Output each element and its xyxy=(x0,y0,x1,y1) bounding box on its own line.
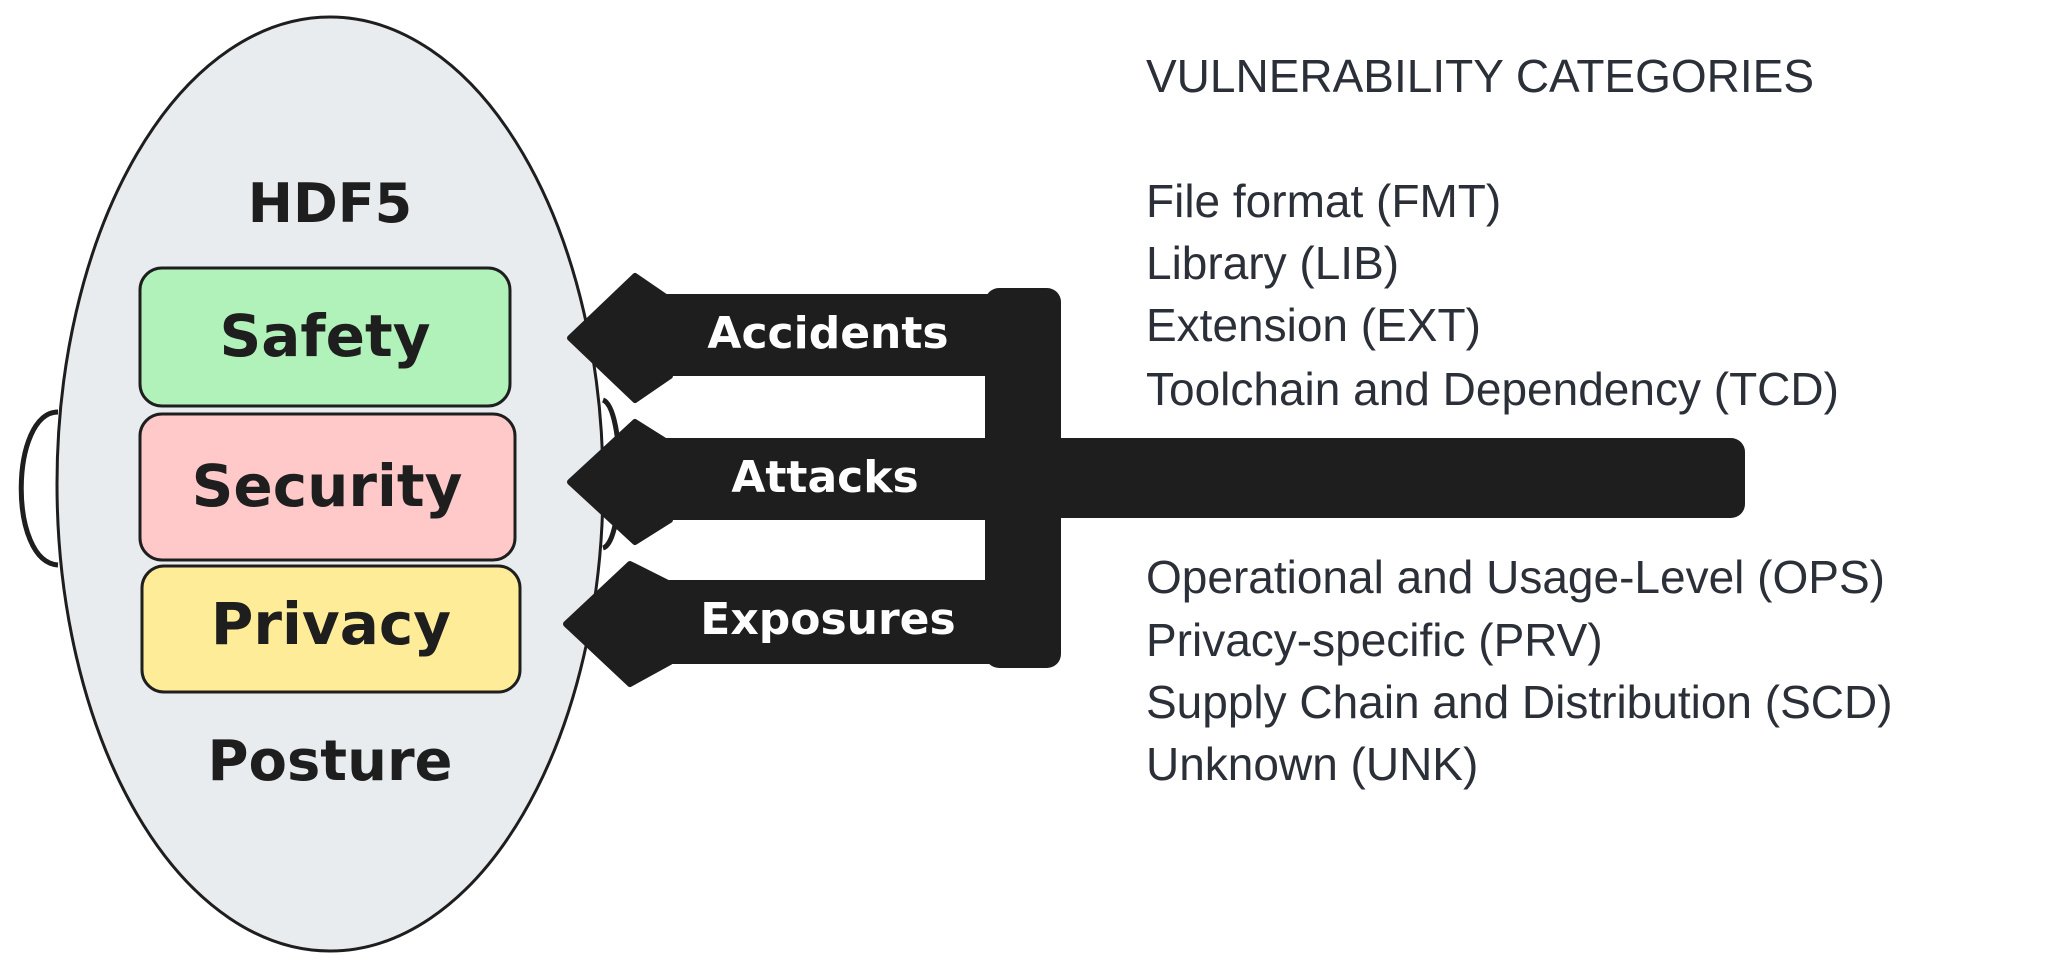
security-label: Security xyxy=(192,452,463,520)
safety-box xyxy=(138,266,512,408)
attacks-shaft xyxy=(660,438,1000,520)
exposures-label: Exposures xyxy=(700,594,955,645)
categories-upper-group: File format (FMT) Library (LIB) Extensio… xyxy=(1146,175,1839,415)
exposures-shaft xyxy=(660,580,1000,664)
accidents-shaft xyxy=(660,294,1000,376)
accidents-arrow: Accidents xyxy=(567,273,1000,403)
category-item: File format (FMT) xyxy=(1146,175,1501,227)
vulnerability-categories: VULNERABILITY CATEGORIES File format (FM… xyxy=(1146,50,1893,790)
posture-label: Posture xyxy=(207,729,452,794)
category-item: Unknown (UNK) xyxy=(1146,738,1478,790)
category-item: Toolchain and Dependency (TCD) xyxy=(1146,363,1839,415)
exposures-arrow: Exposures xyxy=(563,561,1000,687)
trident-shaft xyxy=(985,438,1745,518)
threat-trident: Accidents Attacks Exposures xyxy=(563,273,1745,687)
privacy-layer: Privacy xyxy=(140,564,522,694)
safety-layer: Safety xyxy=(138,266,512,408)
attacks-label: Attacks xyxy=(731,452,918,503)
category-item: Supply Chain and Distribution (SCD) xyxy=(1146,676,1893,728)
security-box xyxy=(138,412,517,562)
category-item: Privacy-specific (PRV) xyxy=(1146,614,1603,666)
trident-vertical-bar xyxy=(985,288,1061,668)
category-item: Library (LIB) xyxy=(1146,237,1399,289)
categories-lower-group: Operational and Usage-Level (OPS) Privac… xyxy=(1146,551,1893,790)
safety-label: Safety xyxy=(219,302,430,370)
hdf5-label: HDF5 xyxy=(248,172,412,235)
security-layer: Security xyxy=(138,412,517,562)
accidents-label: Accidents xyxy=(707,308,948,359)
left-handle xyxy=(18,409,59,568)
categories-title: VULNERABILITY CATEGORIES xyxy=(1146,50,1814,102)
attacks-arrow: Attacks xyxy=(567,419,1000,545)
privacy-box xyxy=(140,564,522,694)
category-item: Extension (EXT) xyxy=(1146,299,1481,351)
privacy-label: Privacy xyxy=(211,590,451,658)
category-item: Operational and Usage-Level (OPS) xyxy=(1146,551,1885,603)
